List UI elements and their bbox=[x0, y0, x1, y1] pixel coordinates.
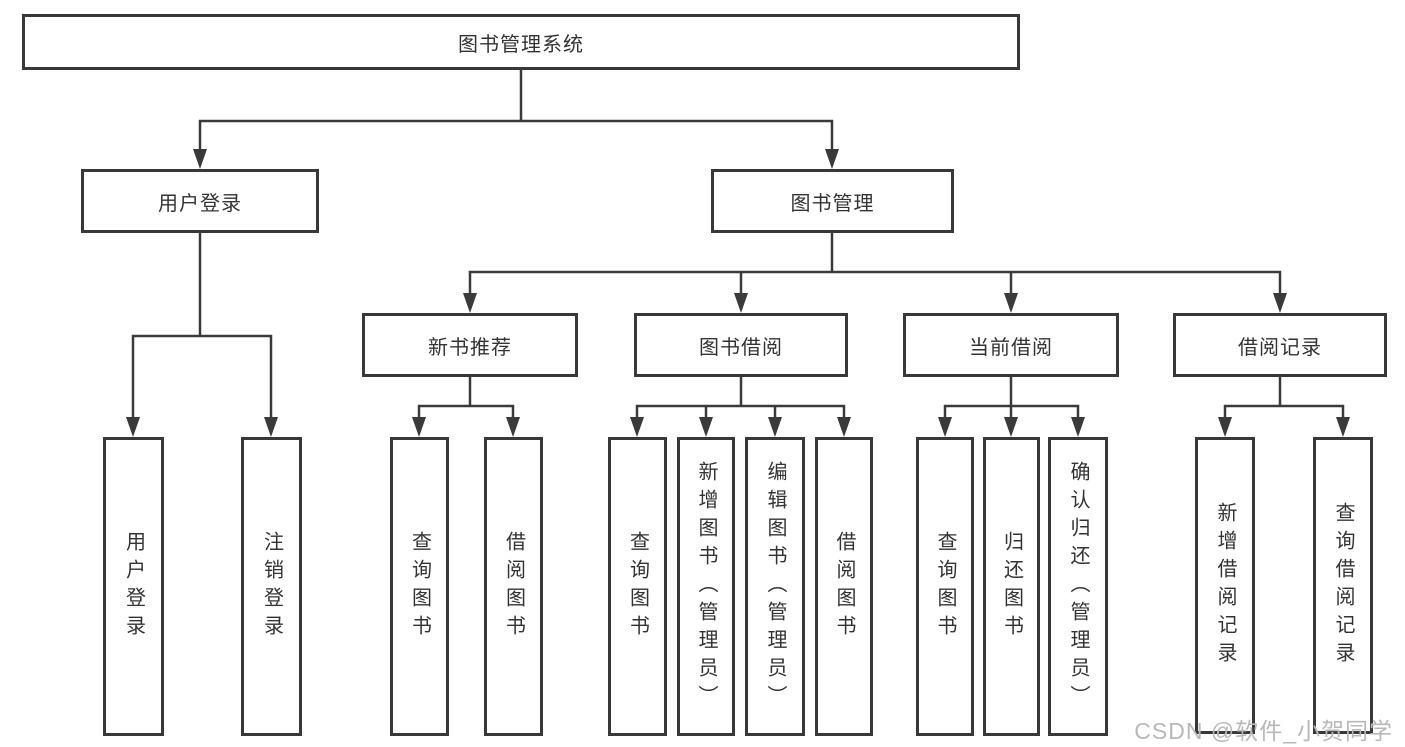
arrowhead-down-icon bbox=[1071, 417, 1085, 437]
connector-bookmgmt-to-level3 bbox=[468, 231, 1282, 297]
leaf-borrow-books-recommend: 借阅图书 bbox=[484, 437, 543, 736]
leaf-edit-books-admin-label: 编辑图书（管理员） bbox=[764, 460, 786, 713]
arrowhead-down-icon bbox=[126, 417, 140, 437]
connector-newbook-to-leaves bbox=[417, 375, 515, 421]
leaf-query-books-recommend-label: 查询图书 bbox=[408, 530, 431, 643]
leaf-query-books-borrow: 查询图书 bbox=[608, 437, 667, 736]
arrowhead-down-icon bbox=[1273, 293, 1287, 313]
leaf-query-borrow-record-label: 查询借阅记录 bbox=[1332, 501, 1354, 670]
arrowhead-down-icon bbox=[630, 417, 644, 437]
node-new-book-recommend: 新书推荐 bbox=[362, 313, 578, 377]
leaf-borrow-books-recommend-label: 借阅图书 bbox=[502, 530, 525, 643]
connector-userlogin-to-leaves bbox=[131, 231, 273, 421]
arrowhead-down-icon bbox=[837, 417, 851, 437]
leaf-confirm-return-admin-label: 确认归还（管理员） bbox=[1067, 460, 1089, 713]
csdn-watermark: CSDN @软件_小贺同学 bbox=[1134, 718, 1393, 744]
leaf-query-books-current: 查询图书 bbox=[916, 437, 974, 736]
arrowhead-down-icon bbox=[734, 293, 748, 313]
arrowhead-down-icon bbox=[1218, 417, 1232, 437]
node-user-login: 用户登录 bbox=[81, 169, 319, 233]
node-current-borrow-label: 当前借阅 bbox=[969, 336, 1053, 359]
node-root: 图书管理系统 bbox=[22, 14, 1020, 70]
leaf-borrow-books-label: 借阅图书 bbox=[833, 530, 855, 643]
leaf-logout-label: 注销登录 bbox=[260, 530, 283, 643]
arrowhead-down-icon bbox=[825, 149, 839, 169]
node-current-borrow: 当前借阅 bbox=[903, 313, 1119, 377]
arrowhead-down-icon bbox=[193, 149, 207, 169]
node-book-management: 图书管理 bbox=[711, 169, 954, 233]
connector-bookborrow-to-leaves bbox=[635, 375, 846, 421]
leaf-query-books-current-label: 查询图书 bbox=[934, 530, 956, 643]
arrowhead-down-icon bbox=[1004, 417, 1018, 437]
leaf-query-borrow-record: 查询借阅记录 bbox=[1313, 437, 1373, 734]
arrowhead-down-icon bbox=[1004, 293, 1018, 313]
leaf-add-books-admin: 新增图书（管理员） bbox=[677, 437, 735, 736]
node-book-borrow-label: 图书借阅 bbox=[699, 336, 783, 359]
leaf-query-books-borrow-label: 查询图书 bbox=[626, 530, 649, 643]
arrowhead-down-icon bbox=[463, 293, 477, 313]
leaf-add-borrow-record-label: 新增借阅记录 bbox=[1214, 501, 1236, 670]
leaf-edit-books-admin: 编辑图书（管理员） bbox=[745, 437, 805, 736]
leaf-return-books-label: 归还图书 bbox=[1000, 530, 1023, 643]
node-root-label: 图书管理系统 bbox=[458, 33, 584, 56]
arrowhead-down-icon bbox=[1336, 417, 1350, 437]
leaf-user-login: 用户登录 bbox=[103, 437, 164, 736]
arrowhead-down-icon bbox=[938, 417, 952, 437]
leaf-return-books: 归还图书 bbox=[983, 437, 1040, 736]
arrowhead-down-icon bbox=[412, 417, 426, 437]
node-book-management-label: 图书管理 bbox=[790, 192, 875, 215]
leaf-confirm-return-admin: 确认归还（管理员） bbox=[1048, 437, 1108, 736]
node-borrow-records: 借阅记录 bbox=[1173, 313, 1387, 377]
arrowhead-down-icon bbox=[264, 417, 278, 437]
node-new-book-recommend-label: 新书推荐 bbox=[428, 336, 512, 359]
leaf-add-borrow-record: 新增借阅记录 bbox=[1195, 437, 1255, 734]
arrowhead-down-icon bbox=[699, 417, 713, 437]
node-book-borrow: 图书借阅 bbox=[634, 313, 848, 377]
node-borrow-records-label: 借阅记录 bbox=[1238, 336, 1322, 359]
leaf-add-books-admin-label: 新增图书（管理员） bbox=[695, 460, 717, 713]
arrowhead-down-icon bbox=[768, 417, 782, 437]
connector-currentborrow-to-leaves bbox=[943, 375, 1080, 421]
node-user-login-label: 用户登录 bbox=[158, 192, 242, 215]
arrowhead-down-icon bbox=[506, 417, 520, 437]
leaf-borrow-books: 借阅图书 bbox=[815, 437, 873, 736]
leaf-user-login-label: 用户登录 bbox=[122, 530, 145, 643]
leaf-query-books-recommend: 查询图书 bbox=[390, 437, 449, 736]
leaf-logout: 注销登录 bbox=[241, 437, 302, 736]
connector-records-to-leaves bbox=[1223, 375, 1345, 421]
connector-root-to-level2 bbox=[198, 68, 834, 153]
